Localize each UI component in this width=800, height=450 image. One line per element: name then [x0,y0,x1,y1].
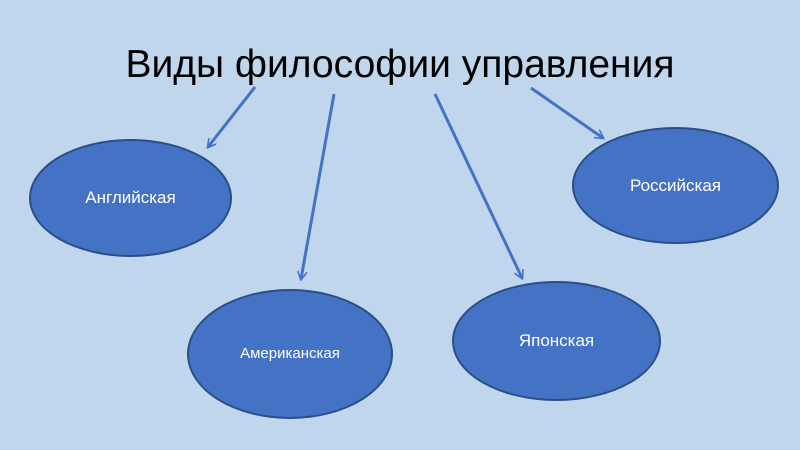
slide-title: Виды философии управления [125,43,675,86]
node-american: Американская [187,289,393,419]
node-japanese: Японская [452,281,661,401]
node-russian: Российская [572,127,779,244]
node-english: Английская [29,139,232,257]
arrow-to-american [301,93,336,279]
arrow-to-russian [530,86,603,138]
arrow-to-japanese [433,93,522,278]
arrow-to-english [208,86,257,147]
